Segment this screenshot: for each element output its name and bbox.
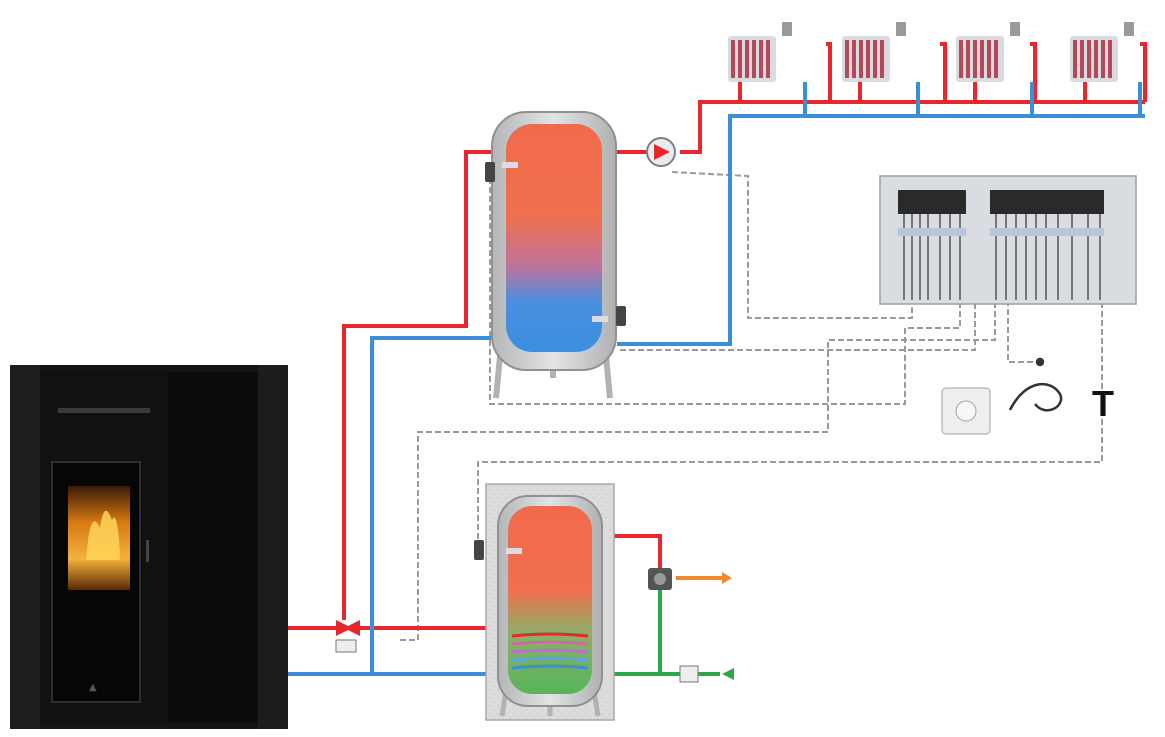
wire-pump: [671, 171, 913, 319]
heat-exchanger-coil: [511, 632, 589, 670]
three-way-valve: [335, 620, 360, 653]
valve-to-tank1: [342, 150, 505, 620]
wire-boiler: [477, 300, 1103, 548]
buffer-tank: [485, 111, 626, 399]
wire-tank1: [489, 178, 961, 405]
sensor-tank1: [485, 162, 495, 182]
thermostatic-mixing-valve: [648, 568, 672, 590]
circulation-pump: [646, 137, 676, 167]
temperature-probe: [1008, 357, 1063, 412]
cold-inlet-arrow: [722, 668, 734, 680]
wire-stove: [400, 300, 996, 641]
radiator-1: [728, 22, 792, 82]
radiator-2: [842, 22, 906, 82]
return-cold: [617, 114, 1145, 346]
signal-wires: [400, 171, 1103, 641]
return-to-tank1: [370, 336, 505, 674]
control-unit: [879, 175, 1137, 305]
pellet-stove: ▲: [10, 365, 288, 729]
radiator-3: [956, 22, 1020, 82]
check-valve: [679, 665, 699, 683]
wire-tank1-b: [620, 300, 976, 351]
wire-room: [1007, 300, 1040, 363]
flow-hot: [680, 100, 1145, 154]
dhw-boiler: [474, 483, 615, 721]
dhw-outlet-arrow: [722, 572, 732, 584]
radiators: [728, 22, 1134, 82]
radiator-4: [1070, 22, 1134, 82]
room-thermostat: [941, 387, 991, 435]
sensor-boiler: [474, 540, 484, 560]
svg-text:▲: ▲: [89, 682, 97, 693]
radiator-circuit: [617, 42, 1147, 346]
thermostat-label: T: [1092, 383, 1114, 424]
dhw-hot-out: [596, 534, 662, 578]
main-pipes: [287, 150, 722, 676]
